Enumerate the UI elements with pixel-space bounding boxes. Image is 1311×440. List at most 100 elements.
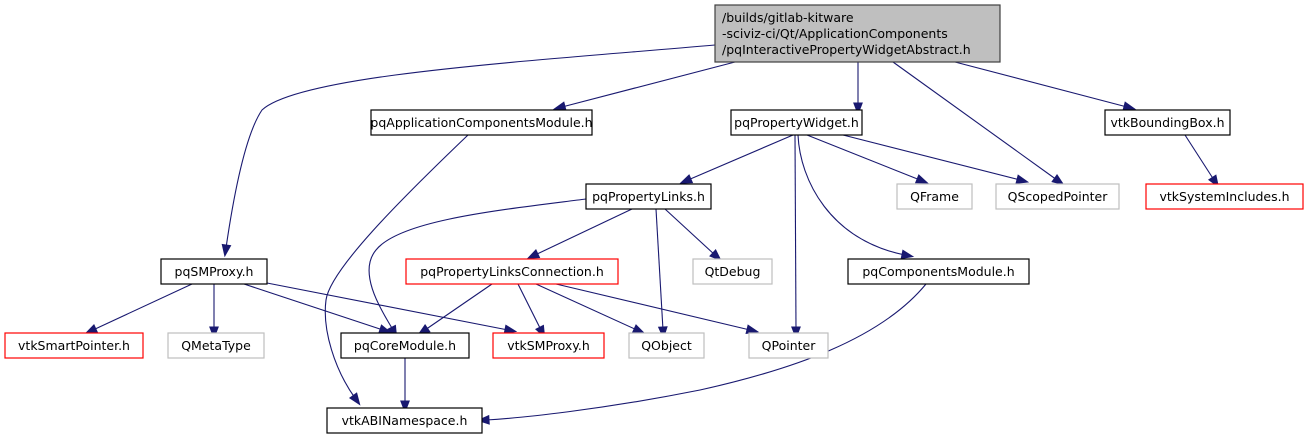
node-proplinks[interactable]: pqPropertyLinks.h xyxy=(585,183,712,210)
edge-line xyxy=(92,283,193,331)
arrowhead-icon xyxy=(476,414,490,425)
edge-smproxy-to-smartptr xyxy=(84,283,193,334)
node-box xyxy=(4,332,144,359)
node-propwidget[interactable]: pqPropertyWidget.h xyxy=(730,109,863,136)
arrowhead-icon xyxy=(679,174,694,184)
node-label: QScopedPointer xyxy=(1008,189,1109,204)
node-smproxy[interactable]: pqSMProxy.h xyxy=(160,258,268,285)
node-bbox[interactable]: vtkBoundingBox.h xyxy=(1104,109,1231,136)
edge-propwidget-to-qpointer xyxy=(791,134,801,340)
arrowhead-icon xyxy=(1051,173,1065,186)
edge-line xyxy=(892,61,1058,181)
edge-plconn-to-qobject xyxy=(535,283,646,334)
edge-plconn-to-coremod xyxy=(417,283,493,336)
arrowhead-icon xyxy=(84,324,99,334)
edge-line xyxy=(266,282,509,331)
node-box xyxy=(730,109,863,136)
edge-line xyxy=(485,283,927,421)
node-box xyxy=(847,258,1030,285)
edge-smproxy-to-coremod xyxy=(243,283,392,334)
arrowhead-icon xyxy=(503,324,518,335)
arrowhead-icon xyxy=(221,243,232,258)
edge-coremod-to-abins xyxy=(400,358,410,414)
node-box xyxy=(326,407,483,434)
node-box xyxy=(340,332,470,359)
edge-plconn-to-qpointer xyxy=(555,283,760,334)
edge-propwidget-to-qscoped xyxy=(842,134,1030,184)
edge-compmod-to-abins xyxy=(476,283,927,425)
node-label: vtkSMProxy.h xyxy=(507,338,590,353)
edge-root-to-smproxy xyxy=(221,44,716,258)
edge-bbox-to-sysinc xyxy=(1184,134,1220,188)
edge-smproxy-to-vtksmproxy xyxy=(266,282,518,335)
node-box xyxy=(748,332,829,359)
node-box xyxy=(370,109,593,136)
node-label: pqApplicationComponentsModule.h xyxy=(370,115,592,130)
edge-line xyxy=(424,283,493,331)
node-box xyxy=(896,183,973,210)
edge-proplinks-to-plconn xyxy=(526,208,633,260)
edge-line xyxy=(561,61,736,108)
node-smartptr[interactable]: vtkSmartPointer.h xyxy=(4,332,144,359)
edge-line xyxy=(243,283,384,331)
nodes-layer: /builds/gitlab-kitware-sciviz-ci/Qt/Appl… xyxy=(4,4,1304,434)
node-qmeta: QMetaType xyxy=(167,332,265,359)
edge-root-to-propwidget xyxy=(853,62,863,116)
arrowhead-icon xyxy=(709,249,722,262)
node-label: pqComponentsModule.h xyxy=(862,264,1014,279)
node-appcomp[interactable]: pqApplicationComponentsModule.h xyxy=(370,109,593,136)
edge-line xyxy=(664,208,716,256)
node-label: -sciviz-ci/Qt/ApplicationComponents xyxy=(722,26,948,41)
node-sysinc[interactable]: vtkSystemIncludes.h xyxy=(1145,183,1304,210)
arrowhead-icon xyxy=(400,400,410,414)
edge-line xyxy=(517,283,542,331)
node-compmod[interactable]: pqComponentsModule.h xyxy=(847,258,1030,285)
node-qpointer: QPointer xyxy=(748,332,829,359)
edge-root-to-appcomp xyxy=(552,61,736,111)
node-qtdebug: QtDebug xyxy=(692,258,773,285)
node-label: vtkBoundingBox.h xyxy=(1110,115,1224,130)
edge-propwidget-to-proplinks xyxy=(679,134,794,184)
node-box xyxy=(160,258,268,285)
node-box xyxy=(692,258,773,285)
node-label: pqPropertyLinksConnection.h xyxy=(420,264,604,279)
edge-line xyxy=(655,208,664,331)
node-root[interactable]: /builds/gitlab-kitware-sciviz-ci/Qt/Appl… xyxy=(714,4,1001,63)
edge-line xyxy=(794,134,797,331)
edge-line xyxy=(687,134,794,181)
node-qobject: QObject xyxy=(628,332,705,359)
edge-appcomp-to-abins xyxy=(324,134,469,406)
edge-proplinks-to-qtdebug xyxy=(664,208,722,262)
node-label: vtkABINamespace.h xyxy=(342,413,468,428)
arrowhead-icon xyxy=(1122,101,1137,111)
node-box xyxy=(628,332,705,359)
edge-root-to-qscoped xyxy=(892,61,1065,186)
edge-line xyxy=(954,61,1128,108)
node-box xyxy=(714,4,1001,63)
node-label: pqPropertyLinks.h xyxy=(592,189,705,204)
node-box xyxy=(1145,183,1304,210)
node-abins[interactable]: vtkABINamespace.h xyxy=(326,407,483,434)
edge-line xyxy=(555,283,751,331)
node-vtksmproxy[interactable]: vtkSMProxy.h xyxy=(492,332,605,359)
edge-line xyxy=(797,134,906,256)
arrowhead-icon xyxy=(853,102,863,116)
node-box xyxy=(995,183,1120,210)
arrowhead-icon xyxy=(914,174,929,184)
edge-propwidget-to-qframe xyxy=(806,134,929,184)
node-label: pqPropertyWidget.h xyxy=(734,115,859,130)
node-label: QMetaType xyxy=(181,338,251,353)
node-label: vtkSystemIncludes.h xyxy=(1159,189,1289,204)
edge-line xyxy=(842,134,1021,181)
arrowhead-icon xyxy=(348,392,361,406)
arrowhead-icon xyxy=(1015,174,1030,184)
node-label: QPointer xyxy=(762,338,817,353)
node-plconn[interactable]: pqPropertyLinksConnection.h xyxy=(405,258,619,285)
edge-line xyxy=(225,44,716,249)
node-label: /pqInteractivePropertyWidgetAbstract.h xyxy=(722,42,971,57)
node-coremod[interactable]: pqCoreModule.h xyxy=(340,332,470,359)
edge-root-to-bbox xyxy=(954,61,1137,111)
node-box xyxy=(167,332,265,359)
edge-line xyxy=(324,134,469,399)
